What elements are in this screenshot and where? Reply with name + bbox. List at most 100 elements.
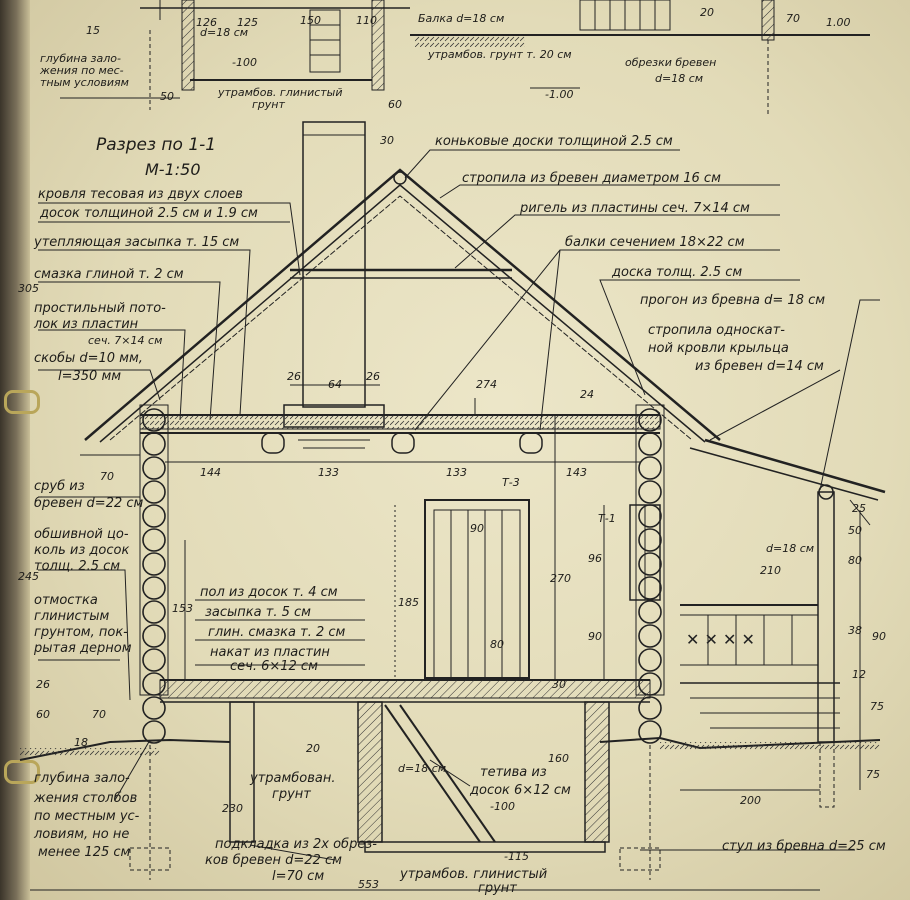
dim-value: 90 xyxy=(872,630,886,643)
dim-value: 38 xyxy=(848,624,862,637)
label: тным условиям xyxy=(40,76,129,89)
label-purlin: прогон из бревна d= 18 см xyxy=(640,293,825,308)
label-floor: глин. смазка т. 2 см xyxy=(208,625,346,640)
dim-value: 26 xyxy=(287,370,301,383)
label-depth: менее 125 см xyxy=(38,845,131,860)
scale-label: М-1:50 xyxy=(145,160,201,179)
section-title: Разрез по 1-1 xyxy=(96,135,216,155)
label-stringer: досок 6×12 см xyxy=(469,783,571,798)
dim-value: 26 xyxy=(36,678,50,691)
label-floor: засыпка т. 5 см xyxy=(205,605,311,620)
label: глубина зало- xyxy=(40,52,121,65)
top-detail: 126 125 150 110 d=18 см -100 15 50 60 -1… xyxy=(39,0,870,115)
label-clay-soil: утрамбов. глинистый xyxy=(399,867,547,882)
dim-label: 15 xyxy=(86,24,100,37)
label-rafters: стропила из бревен диаметром 16 см xyxy=(462,171,721,186)
dim-value: 75 xyxy=(866,768,880,781)
dim-value: 18 xyxy=(74,736,88,749)
dim-label: 60 xyxy=(388,98,402,111)
dim-value: 160 xyxy=(548,752,569,765)
leader-lines xyxy=(38,149,880,861)
dim-value: 96 xyxy=(588,552,602,565)
dim-value: 25 xyxy=(852,502,866,515)
baluster-ornament: ✕ ✕ ✕ ✕ xyxy=(686,630,755,649)
dim-value: 90 xyxy=(470,522,484,535)
dim-label: 150 xyxy=(300,14,321,27)
dim-value: 80 xyxy=(490,638,504,651)
label-clay-coat: смазка глиной т. 2 см xyxy=(34,267,184,282)
dim-value: 30 xyxy=(380,134,394,147)
dim-value: -100 xyxy=(490,800,515,813)
floor xyxy=(159,679,651,703)
label-blind-area: грунтом, пок- xyxy=(34,625,128,640)
label-porch-rafters: стропила односкат- xyxy=(648,323,785,338)
roof xyxy=(84,168,886,501)
label-blind-area: отмостка xyxy=(34,593,98,608)
label-depth: ловиям, но не xyxy=(33,827,129,842)
dim-value: -115 xyxy=(504,850,529,863)
label-sheathing: коль из досок xyxy=(34,543,129,558)
dim-value: 70 xyxy=(100,470,114,483)
label-insulation: утепляющая засыпка т. 15 см xyxy=(33,235,239,250)
dim-value: 90 xyxy=(588,630,602,643)
dim-label: 50 xyxy=(160,90,174,103)
label-ceiling: простильный пото- xyxy=(34,301,166,316)
dim-value: 270 xyxy=(550,572,571,585)
label-blind-area: рытая дерном xyxy=(33,641,132,656)
dim-value: 20 xyxy=(306,742,320,755)
dim-label: 1.00 xyxy=(826,16,851,29)
label-post: стул из бревна d=25 см xyxy=(722,839,886,854)
label-nails: l=350 мм xyxy=(58,369,121,384)
label-porch-rafters: ной кровли крыльца xyxy=(648,341,789,356)
label-t3: Т-3 xyxy=(502,476,520,489)
dim-label: 20 xyxy=(700,6,714,19)
binding-ring xyxy=(4,390,40,414)
label: Балка d=18 см xyxy=(418,12,504,25)
label-stringer: тетива из xyxy=(480,765,547,780)
label-pad: подкладка из 2х обрез- xyxy=(215,837,377,852)
label-ceiling: сеч. 7×14 см xyxy=(88,334,162,347)
label-soil: грунт xyxy=(272,787,311,802)
dim-value: 305 xyxy=(18,282,39,295)
dim-value: 12 xyxy=(852,668,866,681)
dim-value: 210 xyxy=(760,564,781,577)
label-board: доска толщ. 2.5 см xyxy=(611,265,742,280)
label: обрезки бревен xyxy=(625,56,716,69)
ground-line xyxy=(19,736,881,891)
label-floor: накат из пластин xyxy=(210,645,330,660)
label-d18-porch: d=18 см xyxy=(766,542,814,555)
label-roof: кровля тесовая из двух слоев xyxy=(38,187,243,202)
label-beams: балки сечением 18×22 см xyxy=(565,235,745,250)
dim-value: 70 xyxy=(92,708,106,721)
label-d18: d=18 см xyxy=(398,762,446,775)
label-clay-soil: грунт xyxy=(478,881,517,896)
label-ceiling: лок из пластин xyxy=(33,317,139,332)
label-porch-rafters: из бревен d=14 см xyxy=(695,359,824,374)
dim-value: 133 xyxy=(318,466,339,479)
dim-value: 75 xyxy=(870,700,884,713)
label-blind-area: глинистым xyxy=(34,609,110,624)
dim-value: 24 xyxy=(580,388,594,401)
label-t1: Т-1 xyxy=(598,512,616,525)
label: грунт xyxy=(252,98,285,111)
label-depth: глубина зало- xyxy=(34,771,130,786)
label-depth: по местным ус- xyxy=(34,809,140,824)
dim-label: 110 xyxy=(356,14,377,27)
label: утрамбов. глинистый xyxy=(217,86,343,99)
foundation-posts xyxy=(129,701,661,880)
label-pad: ков бревен d=22 см xyxy=(205,853,342,868)
dim-value: 144 xyxy=(200,466,221,479)
label-roof: досок толщиной 2.5 см и 1.9 см xyxy=(39,206,258,221)
dim-label: 70 xyxy=(786,12,800,25)
dim-value: 553 xyxy=(358,878,379,891)
label-sheathing: толщ. 2.5 см xyxy=(34,559,120,574)
dim-value: 133 xyxy=(446,466,467,479)
label-sheathing: обшивной цо- xyxy=(34,527,129,542)
dim-value: 80 xyxy=(848,554,862,567)
dim-value: 200 xyxy=(740,794,761,807)
dim-value: 64 xyxy=(328,378,342,391)
label: жения по мес- xyxy=(39,64,124,77)
label-ridge-boards: коньковые доски толщиной 2.5 см xyxy=(435,134,673,149)
label-pad: l=70 см xyxy=(272,869,324,884)
